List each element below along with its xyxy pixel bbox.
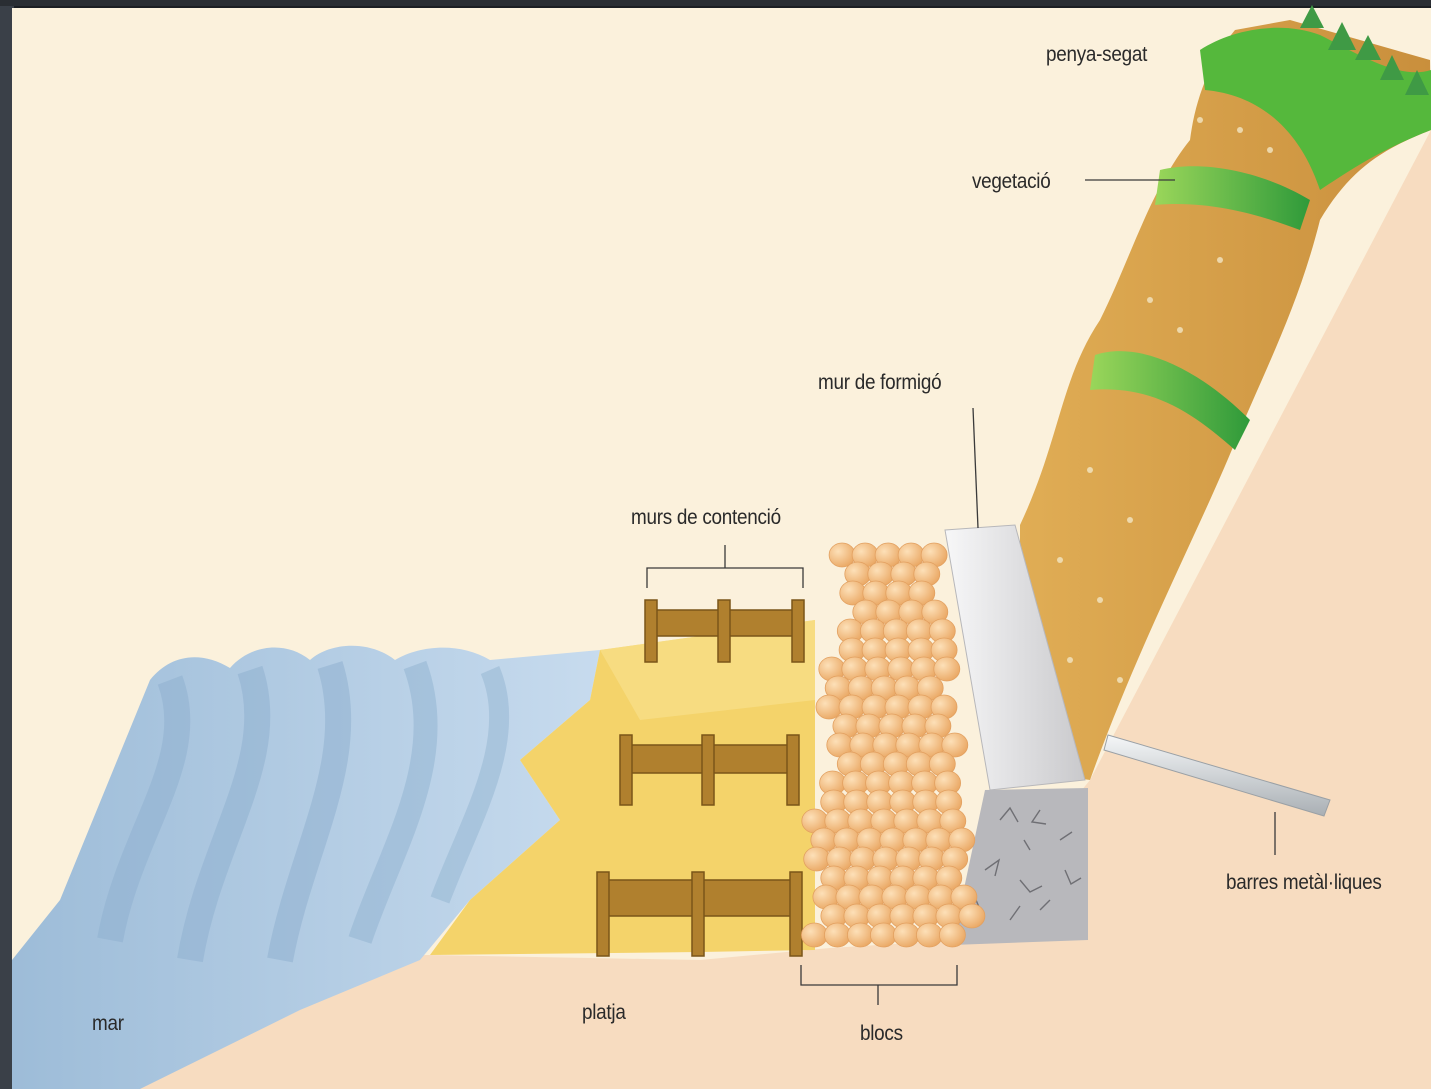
label-platja: platja [582, 1001, 626, 1025]
label-penya-segat: penya-segat [1046, 43, 1147, 67]
boulder [816, 695, 842, 719]
boulder [916, 923, 942, 947]
boulder [804, 847, 830, 871]
boulder [939, 923, 965, 947]
label-blocs: blocs [860, 1022, 903, 1046]
boulder [959, 904, 985, 928]
label-murs-de-contencio: murs de contenció [631, 506, 781, 530]
boulder [893, 923, 919, 947]
boulder [847, 923, 873, 947]
label-barres-metalliques: barres metàl·liques [1226, 871, 1382, 895]
label-mur-de-formigo: mur de formigó [818, 371, 941, 395]
boulder [870, 923, 896, 947]
boulder [824, 923, 850, 947]
boulder [801, 923, 827, 947]
label-mar: mar [92, 1012, 124, 1036]
label-vegetacio: vegetació [972, 170, 1050, 194]
boulder [934, 657, 960, 681]
